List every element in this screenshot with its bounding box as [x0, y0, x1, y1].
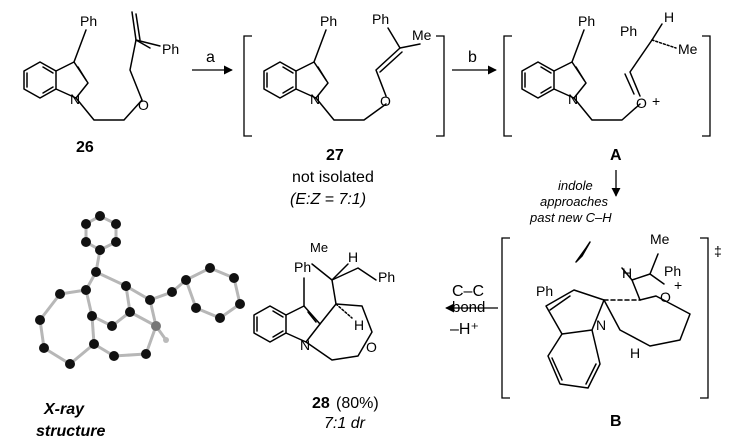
atom-h: H — [630, 345, 640, 361]
compound-28-structure: Ph Me H Ph H N O — [253, 240, 395, 361]
atom-ph: Ph — [80, 13, 97, 29]
bracket-left — [243, 35, 252, 137]
indole-note-line3: past new C–H — [529, 210, 612, 225]
arrow-a-label: a — [206, 49, 215, 66]
atom-ph: Ph — [372, 11, 389, 27]
compound-27-label: 27 — [326, 147, 344, 164]
bracket-right — [700, 237, 709, 399]
atom-ph: Ph — [378, 269, 395, 285]
atom-ph: Ph — [320, 13, 337, 29]
atom-ph: Ph — [578, 13, 595, 29]
compound-26-label: 26 — [76, 139, 94, 156]
atom-o: O — [636, 95, 647, 111]
atom-n: N — [568, 91, 578, 107]
hollow-arrow — [575, 241, 591, 263]
atom-h: H — [348, 249, 358, 265]
atom-n: N — [300, 337, 310, 353]
xray-caption-line2: structure — [36, 423, 105, 440]
bracket-right — [436, 35, 445, 137]
atom-h: H — [622, 265, 632, 281]
atom-me: Me — [310, 240, 328, 255]
atom-ph: Ph — [536, 283, 553, 299]
charge-plus: + — [674, 277, 682, 293]
compound-27-note: not isolated — [292, 169, 374, 186]
atom-n: N — [310, 91, 320, 107]
atom-me: Me — [678, 41, 698, 57]
atom-ph: Ph — [664, 263, 681, 279]
compound-27-structure: Ph Ph Me N O — [263, 11, 432, 121]
compound-26-structure: Ph Ph N O — [23, 11, 179, 121]
atom-o: O — [138, 97, 149, 113]
ts-dagger: ‡ — [714, 243, 722, 259]
atom-o: O — [660, 289, 671, 305]
bracket-right — [702, 35, 711, 137]
cc-bond-line1: C–C — [452, 283, 484, 300]
arrow-b-label: b — [468, 49, 477, 66]
charge-plus: + — [652, 93, 660, 109]
atom-h: H — [664, 9, 674, 25]
indole-note-line2: approaches — [540, 194, 608, 209]
intermediate-A-structure: Ph Ph H Me N O + — [521, 9, 698, 121]
xray-structure — [35, 211, 245, 369]
compound-28-yield: (80%) — [336, 395, 379, 412]
compound-28-number: 28 — [312, 395, 330, 412]
atom-ph: Ph — [162, 41, 179, 57]
compound-27-ratio: (E:Z = 7:1) — [290, 191, 366, 208]
atom-ph: Ph — [620, 23, 637, 39]
compound-28-dr: 7:1 dr — [324, 415, 366, 432]
transition-state-B-structure: Ph Me H Ph O + N H — [536, 231, 691, 389]
atom-me: Me — [650, 231, 670, 247]
atom-me: Me — [412, 27, 432, 43]
atom-o: O — [366, 339, 377, 355]
bracket-left — [503, 35, 512, 137]
atom-o: O — [380, 93, 391, 109]
atom-ph: Ph — [294, 259, 311, 275]
intermediate-A-label: A — [610, 147, 622, 164]
atom-n: N — [70, 91, 80, 107]
atom-n: N — [596, 317, 606, 333]
atom-h: H — [354, 317, 364, 333]
indole-note-line1: indole — [558, 178, 593, 193]
cc-bond-line3: –H⁺ — [450, 321, 479, 338]
xray-caption-line1: X-ray — [43, 401, 85, 418]
transition-state-B-label: B — [610, 413, 622, 430]
bracket-left — [501, 237, 510, 399]
cc-bond-line2: bond — [452, 299, 485, 316]
